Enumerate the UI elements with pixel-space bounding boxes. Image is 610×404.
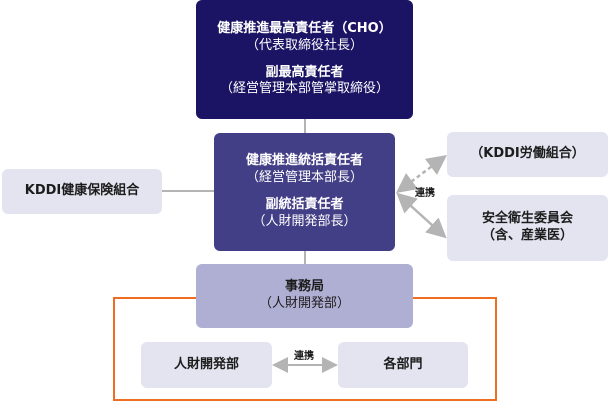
arrow-union-dashed: [395, 155, 448, 193]
link-label-right: 連携: [415, 188, 435, 199]
vice-gm-person: （人財開発部長）: [252, 213, 357, 229]
vice-gm-role: 副統括責任者: [265, 197, 344, 212]
cho-box: 健康推進最高責任者（CHO） （代表取締役社長） 副最高責任者 （経営管理本部管…: [196, 0, 413, 119]
labor-union-box: （KDDI労働組合）: [447, 132, 608, 177]
cho-role: 健康推進最高責任者（CHO）: [217, 20, 392, 36]
safety-committee-sub: （含、産業医）: [481, 228, 573, 243]
vice-cho-person: （経営管理本部管掌取締役）: [219, 81, 389, 97]
cho-person: （代表取締役社長）: [245, 37, 363, 53]
link-label-bottom: 連携: [294, 351, 314, 362]
arrow-committee: [396, 192, 447, 239]
secretariat-box: 事務局 （人財開発部）: [196, 264, 413, 328]
secretariat-title: 事務局: [284, 279, 324, 295]
vice-cho-role: 副最高責任者: [265, 64, 344, 80]
hr-dept-box: 人財開発部: [141, 342, 272, 388]
gm-role: 健康推進統括責任者: [245, 153, 363, 169]
general-manager-box: 健康推進統括責任者 （経営管理本部長） 副統括責任者 （人財開発部長）: [214, 133, 395, 251]
health-insurance-box: KDDI健康保険組合: [2, 169, 162, 214]
each-dept-label: 各部門: [383, 356, 423, 372]
each-dept-box: 各部門: [338, 342, 468, 388]
labor-union-label: （KDDI労働組合）: [470, 146, 585, 162]
gm-person: （経営管理本部長）: [245, 170, 363, 186]
secretariat-dept: （人財開発部）: [258, 296, 350, 311]
safety-committee-box: 安全衛生委員会 （含、産業医）: [447, 195, 608, 261]
hr-dept-label: 人財開発部: [173, 356, 239, 372]
health-insurance-label: KDDI健康保険組合: [24, 183, 140, 199]
safety-committee-label: 安全衛生委員会: [481, 211, 573, 227]
